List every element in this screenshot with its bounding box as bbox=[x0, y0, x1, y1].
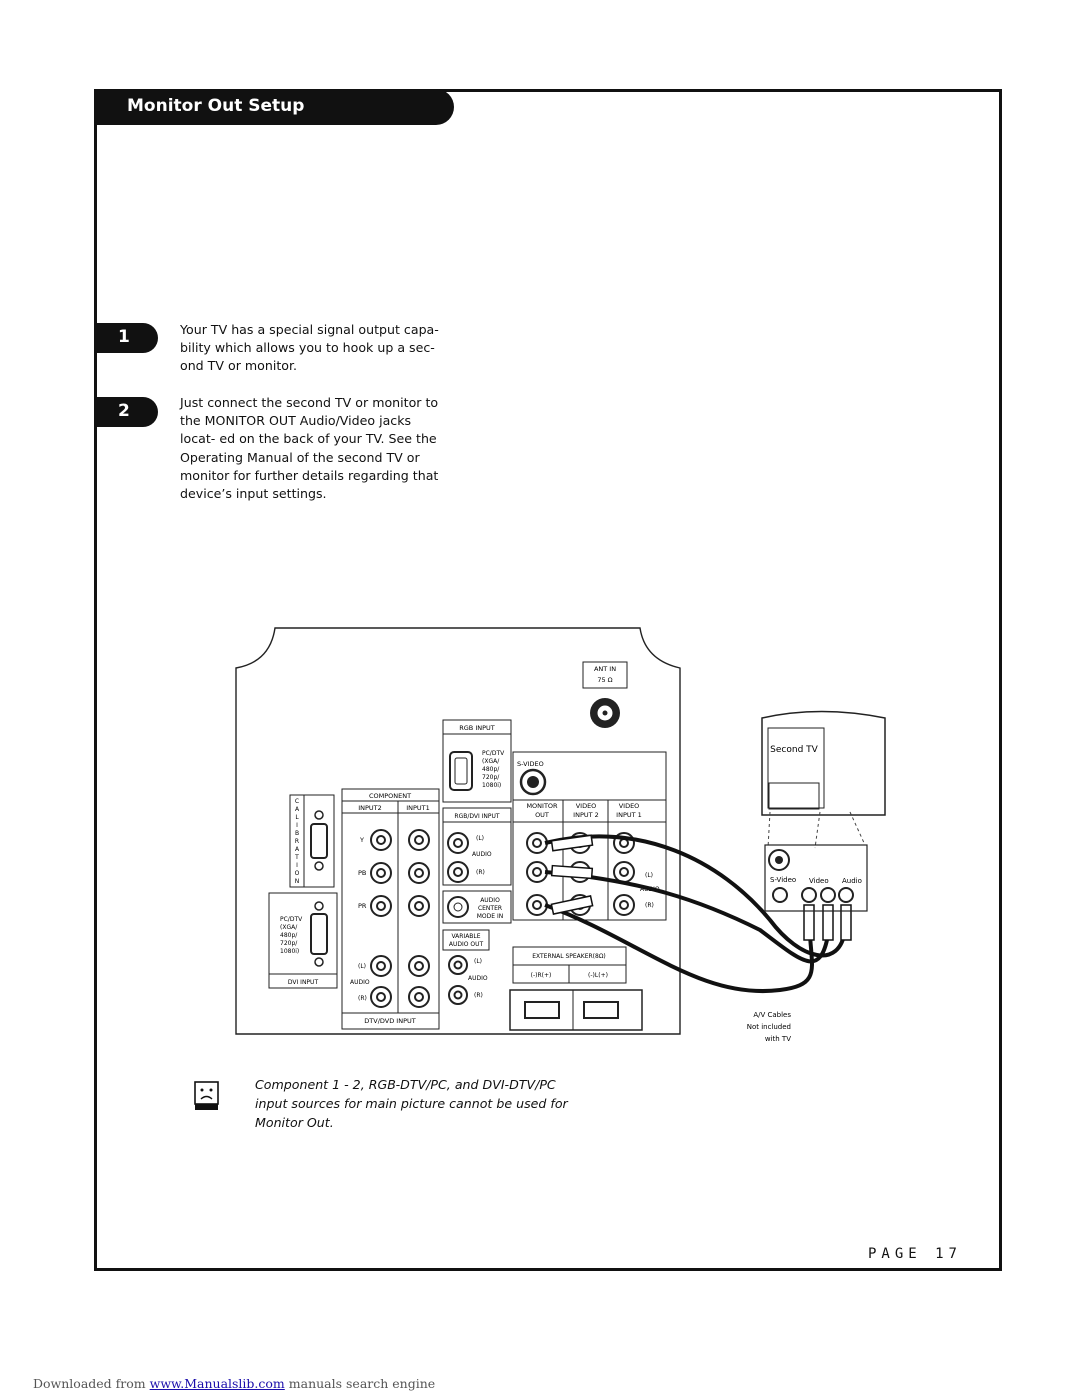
step-1-text: Your TV has a special signal output capa… bbox=[180, 322, 439, 374]
svg-text:(XGA/: (XGA/ bbox=[482, 758, 500, 765]
ant-in-label: ANT IN bbox=[594, 665, 616, 673]
svg-text:MODE IN: MODE IN bbox=[477, 913, 503, 920]
svg-text:O: O bbox=[295, 870, 300, 877]
svg-text:PR: PR bbox=[358, 902, 367, 910]
svg-text:(R): (R) bbox=[476, 869, 485, 876]
svg-text:B: B bbox=[295, 830, 299, 837]
svg-text:L: L bbox=[295, 814, 299, 821]
svg-text:(L): (L) bbox=[645, 872, 653, 879]
footer: Downloaded from www.Manualslib.com manua… bbox=[33, 1376, 436, 1391]
svg-text:(R): (R) bbox=[358, 995, 367, 1002]
svg-text:VARIABLE: VARIABLE bbox=[451, 933, 480, 940]
svg-text:VIDEO: VIDEO bbox=[576, 802, 597, 810]
svg-text:AUDIO OUT: AUDIO OUT bbox=[449, 941, 484, 948]
svg-text:(L): (L) bbox=[358, 963, 366, 970]
svg-text:(L): (L) bbox=[476, 835, 484, 842]
dvi-input-label: DVI INPUT bbox=[288, 979, 319, 986]
svg-text:A: A bbox=[295, 806, 300, 813]
svg-text:PC/DTV: PC/DTV bbox=[280, 916, 303, 923]
page-frame bbox=[94, 89, 1002, 1271]
svg-text:720p/: 720p/ bbox=[482, 774, 500, 781]
s-video-label: S-VIDEO bbox=[517, 760, 544, 768]
step-badge-2: 2 bbox=[96, 397, 158, 427]
svg-text:INPUT2: INPUT2 bbox=[358, 804, 382, 812]
svg-text:N: N bbox=[295, 878, 300, 885]
rgb-pc-dtv-label: PC/DTV bbox=[482, 750, 505, 757]
component-label: COMPONENT bbox=[369, 792, 411, 800]
svg-text:(XGA/: (XGA/ bbox=[280, 924, 298, 931]
svg-text:480p/: 480p/ bbox=[482, 766, 500, 773]
page-title: Monitor Out Setup bbox=[127, 96, 305, 116]
svg-text:AUDIO: AUDIO bbox=[468, 975, 488, 982]
svg-text:Not included: Not included bbox=[747, 1023, 791, 1031]
section-title-bar: Monitor Out Setup bbox=[94, 89, 454, 125]
svg-text:AUDIO: AUDIO bbox=[472, 851, 492, 858]
dtv-dvd-input-label: DTV/DVD INPUT bbox=[364, 1017, 415, 1025]
svg-text:with TV: with TV bbox=[765, 1035, 791, 1043]
svg-text:PB: PB bbox=[358, 869, 366, 877]
svg-text:I: I bbox=[296, 822, 298, 829]
svg-text:CENTER: CENTER bbox=[478, 905, 502, 912]
ant-ohm-label: 75 Ω bbox=[597, 676, 612, 684]
rgb-dvi-input-label: RGB/DVI INPUT bbox=[454, 813, 500, 820]
svg-text:1080i): 1080i) bbox=[482, 782, 501, 789]
second-tv-video-label: Video bbox=[809, 877, 829, 885]
svg-text:(-)R(+): (-)R(+) bbox=[531, 972, 552, 979]
step-badge-1: 1 bbox=[96, 323, 158, 353]
svg-text:(R): (R) bbox=[645, 902, 654, 909]
step-2-text: Just connect the second TV or monitor to… bbox=[180, 395, 439, 502]
svg-text:R: R bbox=[295, 838, 299, 845]
svg-text:INPUT 2: INPUT 2 bbox=[573, 811, 599, 819]
page-number: PAGE 17 bbox=[867, 1246, 962, 1262]
note-icon bbox=[194, 1081, 219, 1110]
second-tv-svideo-label: S-Video bbox=[770, 876, 796, 884]
svg-text:720p/: 720p/ bbox=[280, 940, 298, 947]
svg-text:MONITOR: MONITOR bbox=[526, 802, 558, 810]
note-text: Component 1 - 2, RGB-DTV/PC, and DVI-DTV… bbox=[255, 1077, 568, 1130]
svg-text:T: T bbox=[294, 854, 299, 861]
tv-back-panel bbox=[235, 627, 681, 1035]
manualslib-link[interactable]: www.Manualslib.com bbox=[149, 1376, 285, 1391]
svg-text:VIDEO: VIDEO bbox=[619, 802, 640, 810]
rgb-input-label: RGB INPUT bbox=[459, 724, 495, 732]
svg-text:(R): (R) bbox=[474, 992, 483, 999]
svg-text:(L): (L) bbox=[474, 958, 482, 965]
svg-text:C: C bbox=[295, 798, 299, 805]
svg-text:INPUT1: INPUT1 bbox=[406, 804, 430, 812]
external-speaker-label: EXTERNAL SPEAKER(8Ω) bbox=[532, 953, 606, 960]
svg-text:1080i): 1080i) bbox=[280, 948, 299, 955]
svg-text:Y: Y bbox=[359, 836, 364, 844]
svg-text:INPUT 1: INPUT 1 bbox=[616, 811, 642, 819]
svg-text:A: A bbox=[295, 846, 300, 853]
svg-text:I: I bbox=[296, 862, 298, 869]
second-tv-audio-label: Audio bbox=[842, 877, 862, 885]
svg-text:480p/: 480p/ bbox=[280, 932, 298, 939]
cables-note: A/V Cables bbox=[753, 1011, 791, 1019]
second-tv-label: Second TV bbox=[770, 745, 818, 755]
svg-text:AUDIO: AUDIO bbox=[350, 979, 370, 986]
svg-text:OUT: OUT bbox=[535, 811, 549, 819]
svg-text:(-)L(+): (-)L(+) bbox=[588, 972, 608, 979]
svg-text:AUDIO: AUDIO bbox=[480, 897, 500, 904]
